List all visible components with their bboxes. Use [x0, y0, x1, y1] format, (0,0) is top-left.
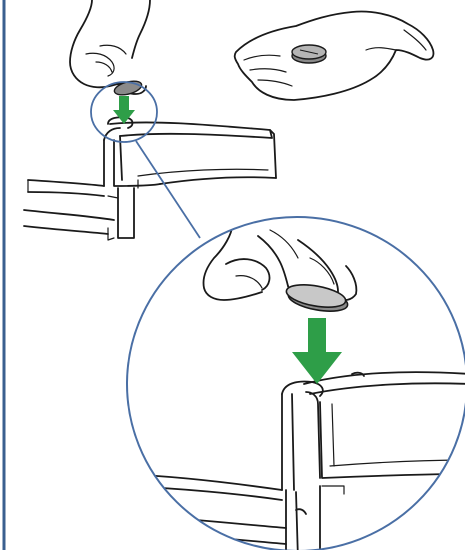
- small-hand-holding-disc: [70, 0, 150, 97]
- large-insert-arrow: [292, 318, 342, 384]
- small-view-structure: [24, 117, 276, 240]
- open-palm-with-disc: [235, 12, 434, 101]
- callout-connector: [136, 141, 200, 238]
- magnified-detail: [120, 226, 465, 550]
